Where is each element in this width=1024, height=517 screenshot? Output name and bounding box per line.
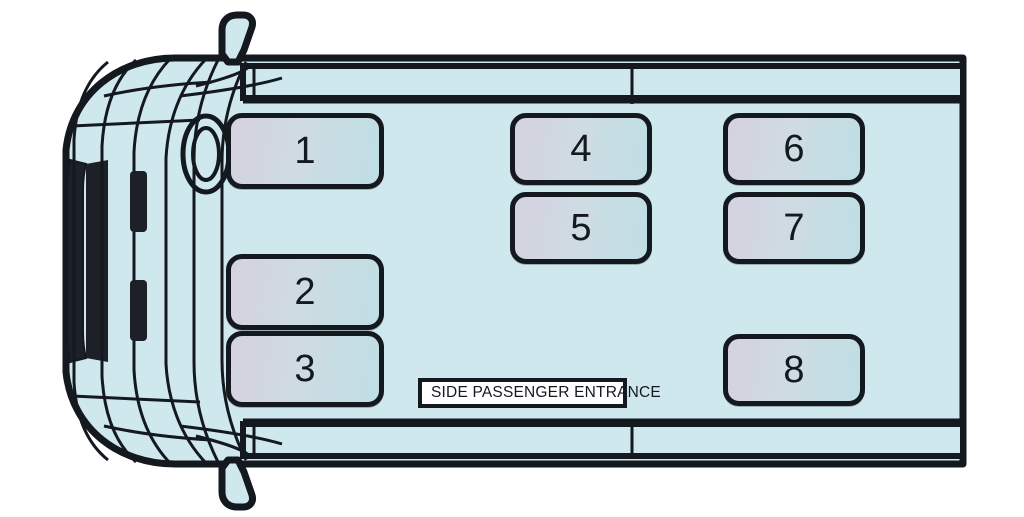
seat-number-label: 2 — [294, 271, 316, 313]
door-handle-lower — [130, 280, 147, 341]
driver-side-mirror-bottom — [218, 456, 256, 511]
seat-number-label: 8 — [783, 349, 805, 391]
seat-number-label: 5 — [570, 207, 592, 249]
seat-8[interactable]: 8 — [723, 334, 865, 406]
seat-3[interactable]: 3 — [226, 331, 384, 407]
seat-number-label: 4 — [570, 128, 592, 170]
seat-1[interactable]: 1 — [226, 113, 384, 189]
seat-7[interactable]: 7 — [723, 192, 865, 264]
seat-2[interactable]: 2 — [226, 254, 384, 330]
seat-5[interactable]: 5 — [510, 192, 652, 264]
seat-number-label: 1 — [294, 130, 316, 172]
driver-side-mirror-top — [218, 11, 256, 66]
hood-seam-lines — [71, 80, 213, 442]
side-passenger-entrance-label: SIDE PASSENGER ENTRANCE — [418, 378, 661, 408]
door-handle-upper — [130, 171, 147, 232]
side-passenger-entrance-text: SIDE PASSENGER ENTRANCE — [431, 384, 661, 401]
roof-rail-lower — [179, 418, 966, 459]
seat-number-label: 3 — [294, 348, 316, 390]
roof-rail-upper — [179, 63, 966, 104]
seat-4[interactable]: 4 — [510, 113, 652, 185]
seat-number-label: 6 — [783, 128, 805, 170]
seat-number-label: 7 — [783, 207, 805, 249]
seat-6[interactable]: 6 — [723, 113, 865, 185]
hood-contour-lines — [72, 57, 208, 465]
